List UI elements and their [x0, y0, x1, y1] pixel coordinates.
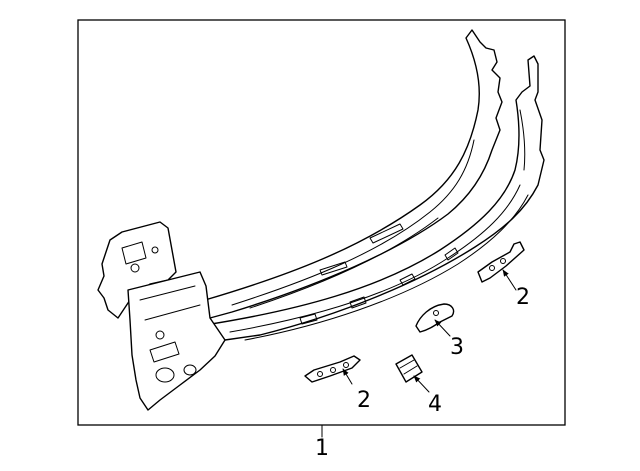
callout-4: 4 [428, 392, 442, 417]
block-part [395, 354, 423, 383]
bumper-reinforcement [97, 29, 545, 411]
bracket-lower [304, 355, 361, 383]
callout-3: 3 [450, 335, 464, 360]
bracket-right [477, 241, 525, 283]
callout-2-lower: 2 [357, 388, 371, 413]
clip-part [415, 303, 455, 333]
leader-lines [321, 269, 517, 438]
callout-1: 1 [315, 436, 329, 461]
callout-2-upper: 2 [516, 285, 530, 310]
